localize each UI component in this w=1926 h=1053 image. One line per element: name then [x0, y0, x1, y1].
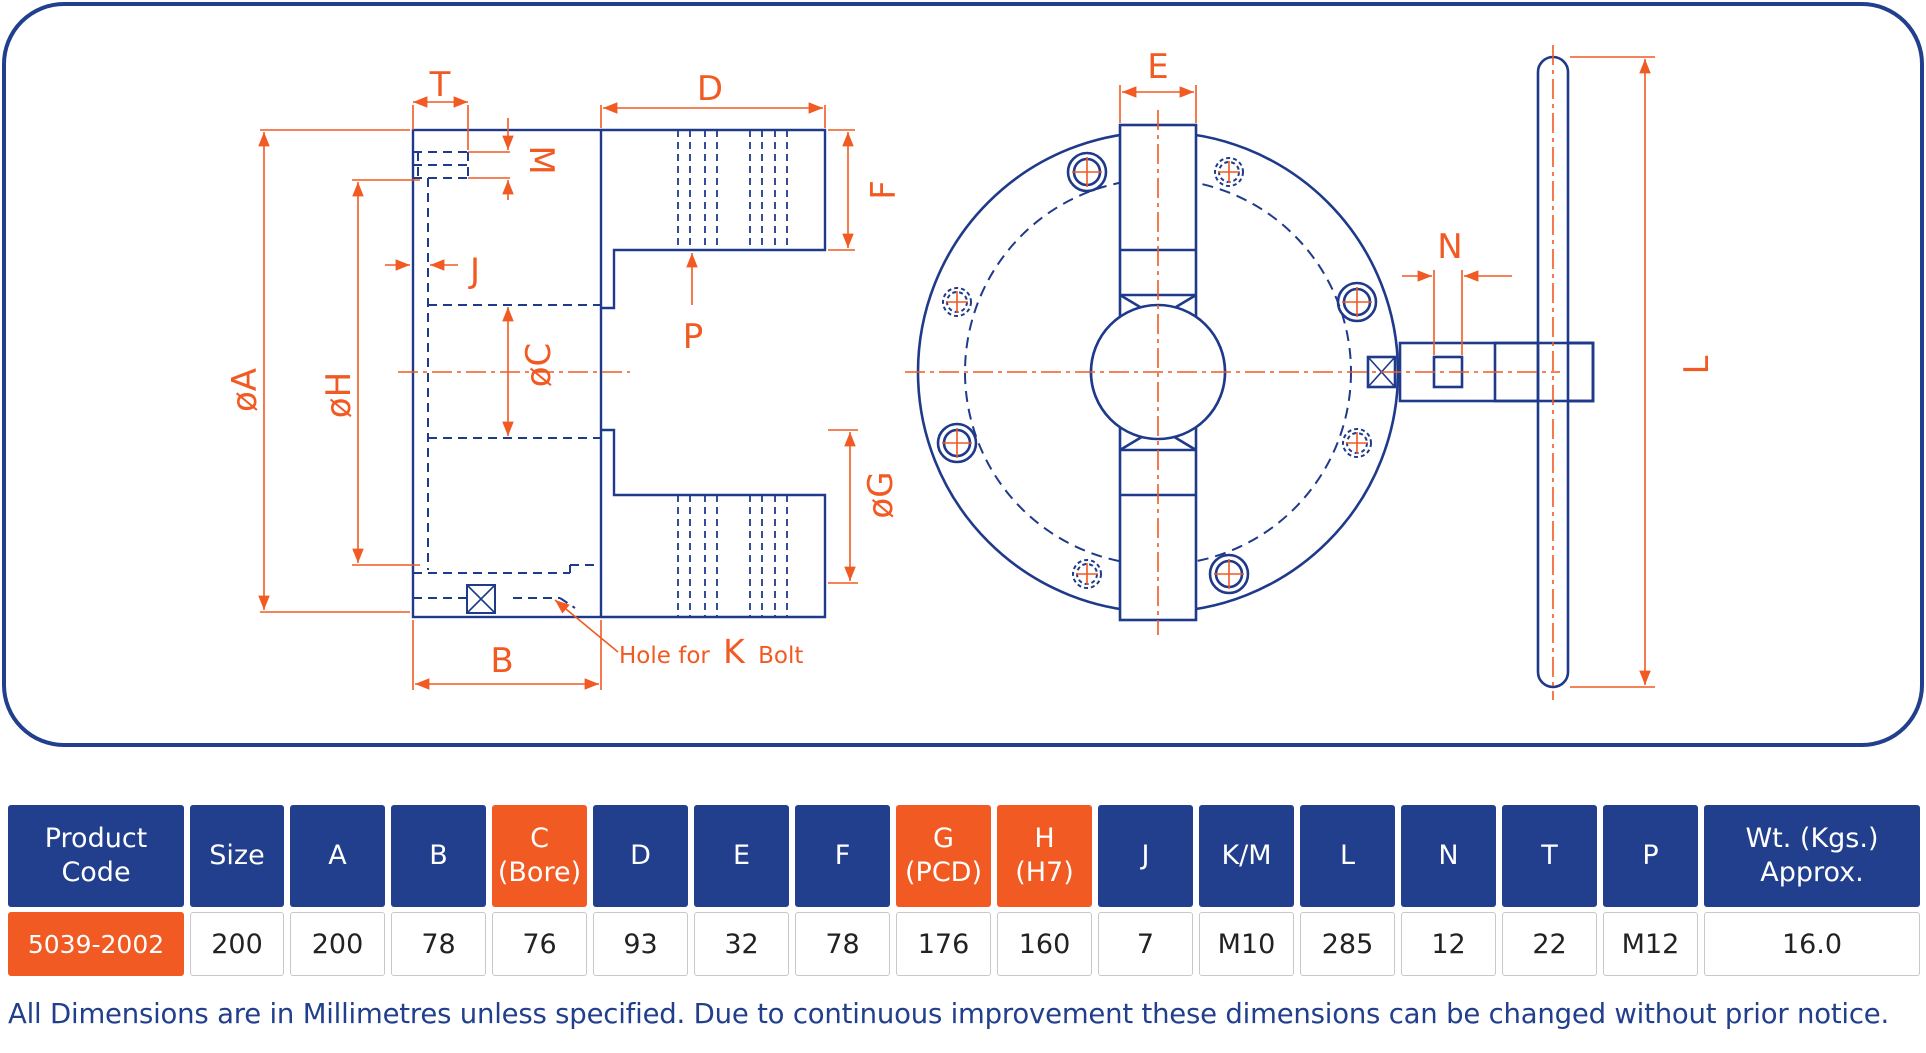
- dim-label-m: M: [521, 145, 561, 174]
- dim-label-n: N: [1437, 227, 1462, 267]
- column-header: E: [694, 805, 789, 907]
- column-header: Wt. (Kgs.)Approx.: [1704, 805, 1920, 907]
- footer-note: All Dimensions are in Millimetres unless…: [8, 998, 1890, 1030]
- dim-label-g: øG: [861, 471, 901, 518]
- column-header: P: [1603, 805, 1698, 907]
- column-header-line1: Wt. (Kgs.): [1745, 823, 1879, 854]
- table-cell: 93: [593, 912, 688, 976]
- column-header-line1: B: [429, 840, 448, 871]
- column-header-line1: Size: [209, 840, 265, 871]
- dim-label-b: B: [490, 641, 513, 681]
- hole-note-letter: K: [723, 632, 746, 671]
- side-view: [411, 128, 827, 619]
- table-cell: 16.0: [1704, 912, 1920, 976]
- column-header: G(PCD): [896, 805, 991, 907]
- column-header: T: [1502, 805, 1597, 907]
- column-header: K/M: [1199, 805, 1294, 907]
- dim-label-c: øC: [519, 343, 559, 388]
- table-cell: 12: [1401, 912, 1496, 976]
- dim-label-h: øH: [319, 372, 359, 418]
- dim-label-f: F: [864, 180, 904, 200]
- column-header: Size: [190, 805, 284, 907]
- table-cell: 285: [1300, 912, 1395, 976]
- dim-label-a: øA: [225, 368, 265, 412]
- column-header-line2: (Bore): [497, 857, 582, 888]
- column-header: H(H7): [997, 805, 1092, 907]
- product-code-cell: 5039-2002: [8, 912, 184, 976]
- column-header-line1: E: [732, 840, 751, 871]
- column-header-line1: F: [834, 840, 851, 871]
- technical-drawing: T D M F J øA øH øC P øG B Hole for K Bol…: [2, 2, 1924, 747]
- hole-note-prefix: Hole for: [619, 643, 710, 669]
- column-header-line1: G: [933, 823, 954, 854]
- hole-note-suffix: Bolt: [758, 643, 803, 669]
- column-header: J: [1098, 805, 1193, 907]
- dim-label-j: J: [468, 251, 480, 291]
- column-header-line1: Product: [44, 823, 148, 854]
- column-header-line1: L: [1339, 840, 1356, 871]
- column-header-line1: A: [328, 840, 347, 871]
- column-header: N: [1401, 805, 1496, 907]
- table-cell: M10: [1199, 912, 1294, 976]
- column-header-line1: T: [1541, 840, 1558, 871]
- table-cell: 200: [190, 912, 284, 976]
- column-header-line1: C: [530, 823, 549, 854]
- table-cell: 76: [492, 912, 587, 976]
- table-cell: 7: [1098, 912, 1193, 976]
- column-header-line1: J: [1141, 840, 1150, 871]
- dim-label-t: T: [429, 65, 451, 105]
- table-cell: 22: [1502, 912, 1597, 976]
- dim-label-l: L: [1677, 355, 1717, 374]
- column-header: B: [391, 805, 486, 907]
- column-header-line1: H: [1034, 823, 1055, 854]
- column-header-line2: (PCD): [905, 857, 982, 888]
- dim-label-e: E: [1147, 47, 1168, 87]
- column-header: D: [593, 805, 688, 907]
- table-cell: 160: [997, 912, 1092, 976]
- column-header: A: [290, 805, 385, 907]
- column-header-line1: P: [1642, 840, 1659, 871]
- table-cell: 32: [694, 912, 789, 976]
- hole-note: Hole for K Bolt: [619, 632, 803, 671]
- dim-label-d: D: [697, 69, 723, 109]
- column-header-line2: Approx.: [1760, 857, 1864, 888]
- table-cell: 78: [391, 912, 486, 976]
- column-header-line2: (H7): [1015, 857, 1074, 888]
- table-cell: M12: [1603, 912, 1698, 976]
- column-header-line1: N: [1438, 840, 1459, 871]
- column-header: C(Bore): [492, 805, 587, 907]
- column-header: F: [795, 805, 890, 907]
- column-header-line1: D: [630, 840, 651, 871]
- table-cell: 200: [290, 912, 385, 976]
- dim-label-p: P: [683, 317, 704, 357]
- column-header-line1: K/M: [1221, 840, 1272, 871]
- drawing-border: [2, 2, 1924, 747]
- column-header-line2: Code: [61, 857, 131, 888]
- table-cell: 78: [795, 912, 890, 976]
- table-cell: 176: [896, 912, 991, 976]
- column-header: L: [1300, 805, 1395, 907]
